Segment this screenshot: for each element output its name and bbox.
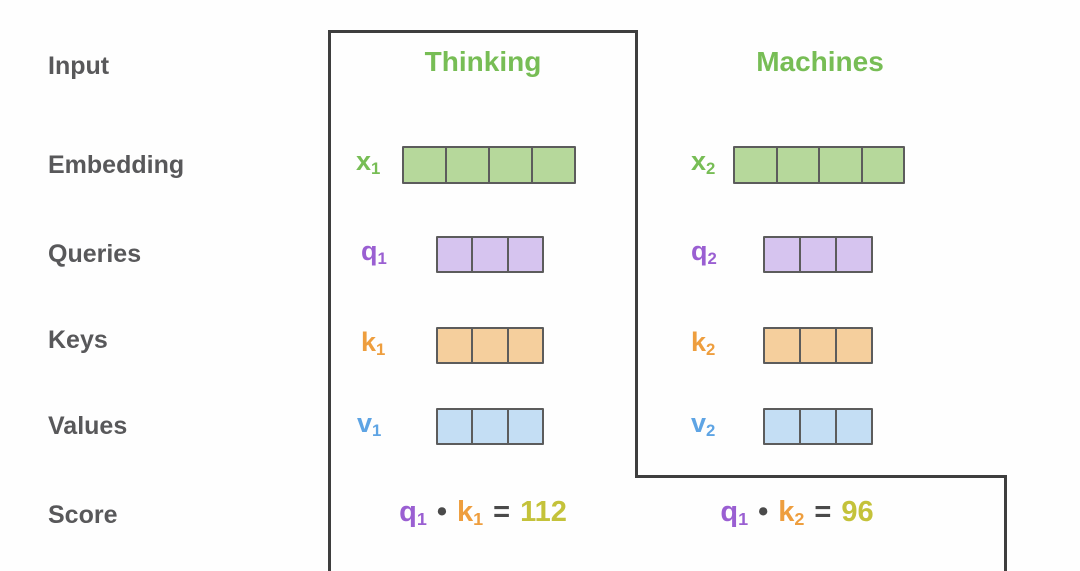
value-label-v2: v2 [691, 408, 716, 440]
score1-equals-sign: = [493, 496, 511, 528]
score1-q-term: q1 [399, 496, 427, 529]
embedding-label-x2-letter: x [691, 146, 707, 176]
query-label-q1-subscript: 1 [377, 248, 387, 268]
outline-right-edge [1004, 475, 1007, 571]
word-header-machines: Machines [756, 46, 884, 77]
vector-cell [765, 410, 799, 443]
score2-k-term: k2 [778, 496, 805, 529]
score2-equals-sign: = [814, 496, 832, 528]
vector-cell [799, 329, 835, 362]
embedding-label-x2-subscript: 2 [706, 158, 716, 178]
query-label-q2: q2 [691, 236, 717, 268]
embedding-vector-x1 [402, 146, 576, 184]
score2-k-letter: k [778, 496, 795, 528]
row-label-embedding: Embedding [48, 151, 185, 179]
row-label-input: Input [48, 52, 110, 80]
vector-cell [835, 410, 871, 443]
outline-middle-edge [635, 30, 638, 478]
vector-cell [488, 148, 531, 182]
query-label-q1-letter: q [361, 236, 378, 266]
value-label-v1: v1 [357, 408, 382, 440]
embedding-vector-x2 [733, 146, 905, 184]
row-label-keys: Keys [48, 326, 108, 354]
vector-cell [438, 329, 471, 362]
embedding-label-x1-subscript: 1 [371, 158, 381, 178]
key-label-k1-subscript: 1 [376, 339, 386, 359]
embedding-label-x1-letter: x [356, 146, 372, 176]
key-label-k1: k1 [361, 327, 386, 359]
vector-cell [506, 329, 542, 362]
vector-cell [799, 410, 835, 443]
outline-step-edge [635, 475, 1007, 478]
score2-dot-operator: • [758, 496, 769, 528]
vector-cell [799, 238, 835, 271]
score2-q-letter: q [720, 496, 739, 528]
score1-result: 112 [520, 496, 567, 528]
score1-k-term: k1 [457, 496, 484, 529]
vector-cell [471, 329, 506, 362]
outline-left-edge [328, 30, 331, 571]
query-label-q1: q1 [361, 236, 387, 268]
vector-cell [775, 148, 819, 182]
vector-cell [471, 410, 506, 443]
key-label-k1-letter: k [361, 327, 377, 357]
score2-k-subscript: 2 [794, 508, 805, 529]
word-header-thinking: Thinking [424, 46, 542, 77]
vector-cell [471, 238, 506, 271]
query-label-q2-subscript: 2 [707, 248, 717, 268]
vector-cell [735, 148, 776, 182]
query-label-q2-letter: q [691, 236, 708, 266]
value-label-v2-subscript: 2 [706, 420, 716, 440]
score2-q-subscript: 1 [738, 508, 749, 529]
embedding-label-x2: x2 [691, 146, 716, 178]
vector-cell [835, 238, 871, 271]
vector-cell [506, 410, 542, 443]
vector-cell [765, 329, 799, 362]
value-vector-v2 [763, 408, 873, 445]
query-vector-q2 [763, 236, 873, 273]
vector-cell [438, 410, 471, 443]
score1-dot-operator: • [436, 496, 447, 528]
key-vector-k2 [763, 327, 873, 364]
row-label-values: Values [48, 412, 128, 440]
vector-cell [531, 148, 574, 182]
vector-cell [765, 238, 799, 271]
vector-cell [860, 148, 904, 182]
key-label-k2-subscript: 2 [706, 339, 716, 359]
vector-cell [438, 238, 471, 271]
value-label-v1-letter: v [357, 408, 373, 438]
vector-cell [506, 238, 542, 271]
query-vector-q1 [436, 236, 544, 273]
vector-cell [445, 148, 488, 182]
vector-cell [835, 329, 871, 362]
score1-k-letter: k [457, 496, 474, 528]
key-label-k2-letter: k [691, 327, 707, 357]
row-label-queries: Queries [48, 240, 142, 268]
vector-cell [818, 148, 861, 182]
score2-result: 96 [841, 496, 874, 528]
outline-top-edge [328, 30, 638, 33]
key-label-k2: k2 [691, 327, 716, 359]
embedding-label-x1: x1 [356, 146, 381, 178]
value-label-v2-letter: v [691, 408, 707, 438]
score2-q-term: q1 [720, 496, 749, 529]
score-equation-machines: q1 • k2 = 96 [637, 496, 957, 529]
score1-q-letter: q [399, 496, 417, 528]
row-label-score: Score [48, 501, 118, 529]
value-label-v1-subscript: 1 [372, 420, 382, 440]
score-equation-thinking: q1•k1=112 [330, 496, 636, 529]
value-vector-v1 [436, 408, 544, 445]
vector-cell [404, 148, 445, 182]
key-vector-k1 [436, 327, 544, 364]
score1-k-subscript: 1 [473, 508, 484, 529]
score1-q-subscript: 1 [416, 508, 427, 529]
